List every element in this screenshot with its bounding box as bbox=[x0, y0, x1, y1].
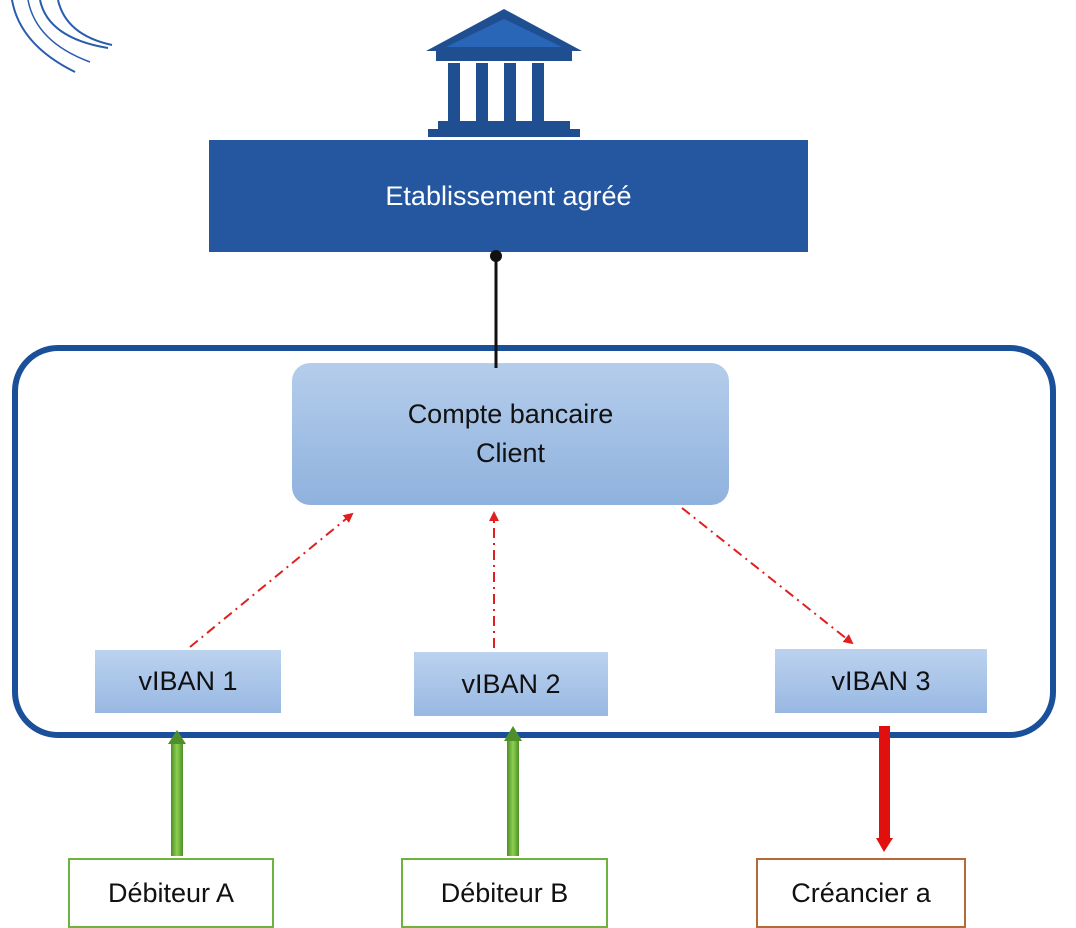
party-box-creancier-a: Créancier a bbox=[756, 858, 966, 928]
dash-link-viban-3 bbox=[681, 507, 854, 645]
institution-label: Etablissement agréé bbox=[385, 180, 632, 211]
viban-label: vIBAN 2 bbox=[461, 668, 561, 699]
party-label: Débiteur B bbox=[440, 877, 569, 908]
logo-fragment bbox=[11, 0, 113, 73]
party-label: Débiteur A bbox=[107, 877, 235, 908]
party-label: Créancier a bbox=[791, 877, 931, 908]
viban-box-2: vIBAN 2 bbox=[414, 652, 608, 716]
client-account-line2: Client bbox=[475, 438, 546, 468]
viban-label: vIBAN 3 bbox=[831, 665, 931, 696]
dash-link-viban-1 bbox=[189, 512, 354, 648]
institution-link bbox=[490, 250, 502, 368]
viban-label: vIBAN 1 bbox=[138, 666, 238, 696]
viban-box-3: vIBAN 3 bbox=[775, 649, 987, 713]
institution-box: Etablissement agréé bbox=[209, 140, 808, 252]
viban-box-1: vIBAN 1 bbox=[95, 650, 281, 713]
client-account-line1: Compte bancaire bbox=[407, 398, 614, 429]
client-account-container bbox=[12, 345, 1056, 738]
outgoing-arrow-c bbox=[876, 726, 893, 852]
incoming-arrow-b bbox=[504, 726, 522, 856]
incoming-arrow-a bbox=[168, 730, 186, 856]
bank-icon bbox=[426, 9, 582, 137]
party-box-debiteur-a: Débiteur A bbox=[68, 858, 274, 928]
party-box-debiteur-b: Débiteur B bbox=[401, 858, 608, 928]
client-account-box: Compte bancaire Client bbox=[292, 363, 729, 505]
